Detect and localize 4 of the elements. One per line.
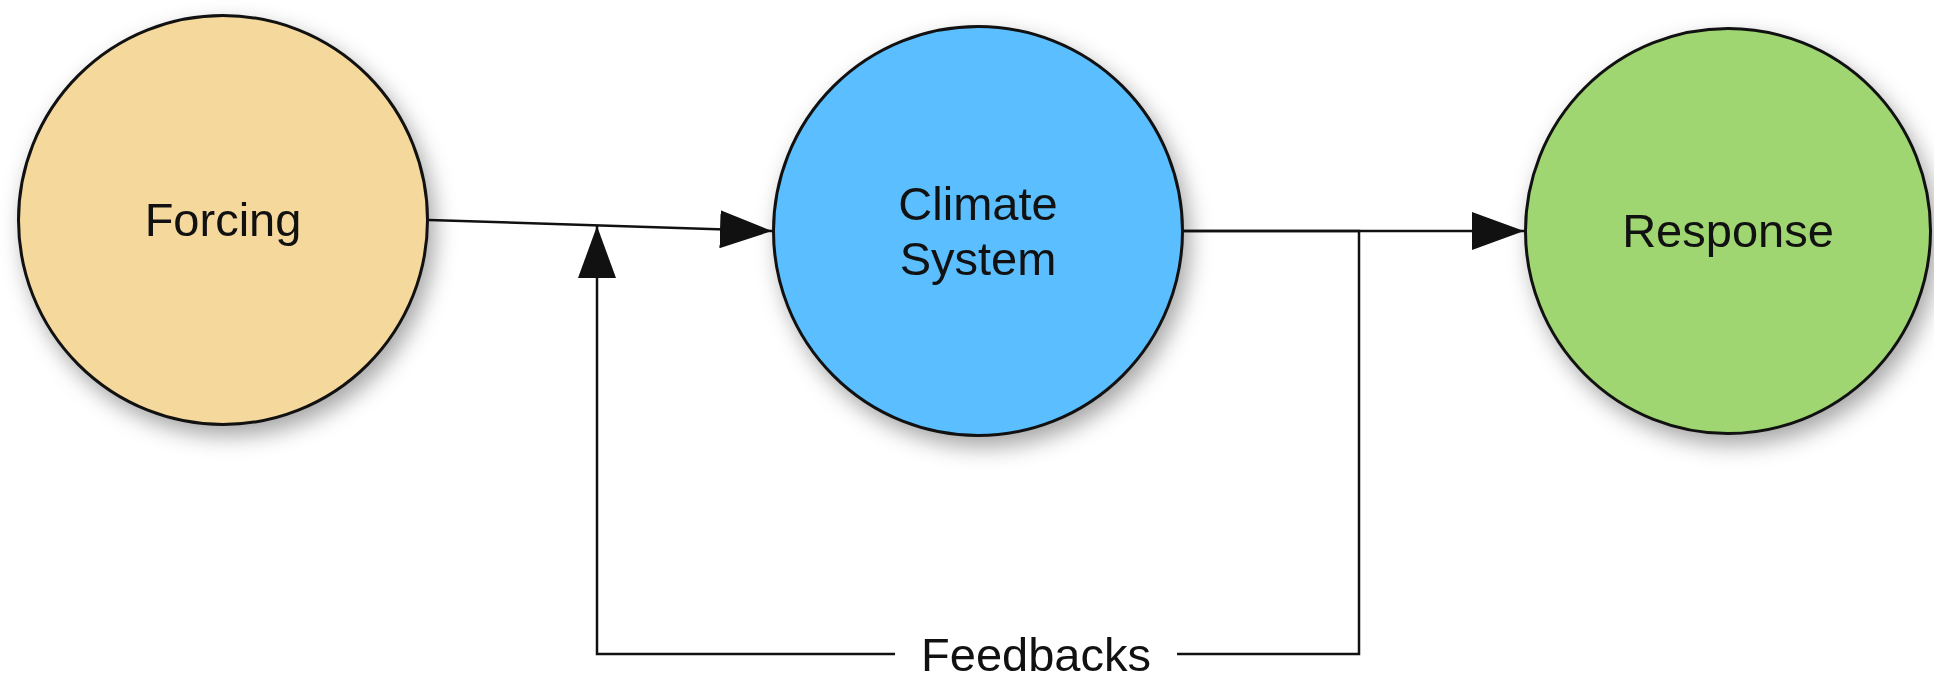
node-label: Response [1622,203,1834,259]
node-label: Climate System [897,175,1059,287]
node-label: Forcing [144,192,302,248]
arrow [428,210,773,249]
